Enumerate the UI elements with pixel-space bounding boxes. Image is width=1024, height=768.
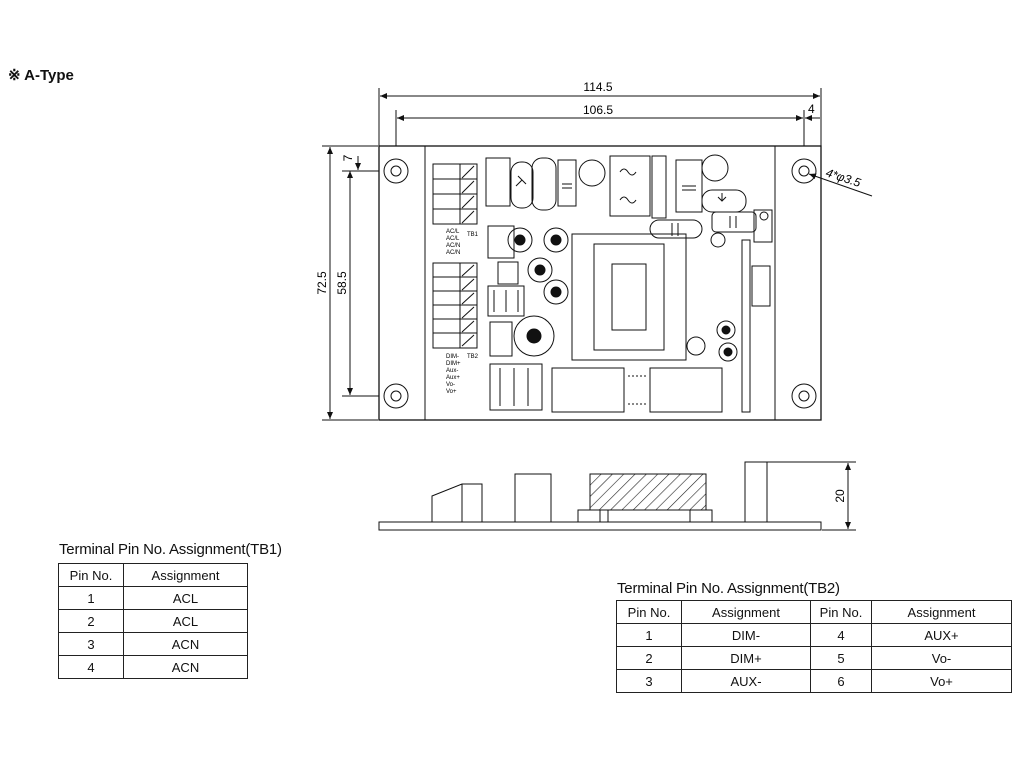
overall-width-label: 114.5 — [583, 80, 612, 94]
width-dimension — [378, 88, 822, 146]
table-row: 1 DIM- 4 AUX+ — [616, 623, 1012, 647]
side-view — [378, 461, 856, 531]
tb2-table-title: Terminal Pin No. Assignment(TB2) — [617, 580, 840, 597]
pin-number-cell: 6 — [810, 669, 872, 693]
table-row: 3 ACN — [58, 632, 248, 656]
column-header: Assignment — [123, 563, 248, 587]
assignment-cell: DIM+ — [681, 646, 811, 670]
table-header-row: Pin No. Assignment — [58, 563, 248, 587]
page-heading: ※ A-Type — [8, 67, 74, 84]
svg-text:DIM+: DIM+ — [446, 361, 461, 367]
assignment-cell: ACN — [123, 632, 248, 656]
column-header: Pin No. — [58, 563, 124, 587]
svg-text:TB1: TB1 — [467, 232, 479, 238]
svg-text:Aux-: Aux- — [446, 368, 458, 374]
edge-offset-top-label: 7 — [341, 154, 355, 161]
hole-spacing-width-label: 106.5 — [583, 103, 613, 117]
svg-text:AC/L: AC/L — [446, 229, 460, 235]
table-row: 1 ACL — [58, 586, 248, 610]
tb2-pin-table: Pin No. Assignment Pin No. Assignment 1 … — [616, 600, 1012, 693]
side-height-label: 20 — [833, 489, 847, 503]
mechanical-drawing: 114.5 106.5 4 72.5 58.5 7 4*φ3.5 — [315, 80, 873, 531]
overall-height-label: 72.5 — [315, 271, 329, 295]
pin-number-cell: 2 — [616, 646, 682, 670]
tb2-pin-labels: DIM- DIM+ Aux- Aux+ Vo- Vo+ TB2 — [446, 354, 479, 395]
svg-text:AC/N: AC/N — [446, 250, 460, 256]
svg-text:Vo-: Vo- — [446, 382, 455, 388]
table-row: 2 DIM+ 5 Vo- — [616, 646, 1012, 670]
svg-text:TB2: TB2 — [467, 354, 479, 360]
tb2-terminal-block — [432, 262, 478, 349]
column-header: Assignment — [681, 600, 811, 624]
column-header: Pin No. — [810, 600, 872, 624]
svg-text:Vo+: Vo+ — [446, 389, 457, 395]
assignment-cell: AUX- — [681, 669, 811, 693]
assignment-cell: ACL — [123, 586, 248, 610]
svg-text:DIM-: DIM- — [446, 354, 459, 360]
assignment-cell: Vo- — [871, 646, 1012, 670]
assignment-cell: ACL — [123, 609, 248, 633]
tb1-table-title: Terminal Pin No. Assignment(TB1) — [59, 541, 282, 558]
column-header: Pin No. — [616, 600, 682, 624]
table-row: 4 ACN — [58, 655, 248, 679]
pin-number-cell: 1 — [616, 623, 682, 647]
pin-number-cell: 1 — [58, 586, 124, 610]
table-header-row: Pin No. Assignment Pin No. Assignment — [616, 600, 1012, 624]
board-components — [485, 154, 773, 413]
svg-text:Aux+: Aux+ — [446, 375, 460, 381]
pin-number-cell: 3 — [58, 632, 124, 656]
pin-number-cell: 2 — [58, 609, 124, 633]
tb1-pin-table: Pin No. Assignment 1 ACL 2 ACL 3 ACN 4 A… — [58, 563, 248, 679]
pcb-outline — [378, 145, 822, 421]
tb1-pin-labels: AC/L AC/L AC/N AC/N TB1 — [446, 229, 479, 256]
pin-number-cell: 3 — [616, 669, 682, 693]
column-header: Assignment — [871, 600, 1012, 624]
table-row: 3 AUX- 6 Vo+ — [616, 669, 1012, 693]
svg-text:AC/N: AC/N — [446, 243, 460, 249]
assignment-cell: DIM- — [681, 623, 811, 647]
pin-number-cell: 4 — [58, 655, 124, 679]
table-row: 2 ACL — [58, 609, 248, 633]
pin-number-cell: 4 — [810, 623, 872, 647]
svg-text:AC/L: AC/L — [446, 236, 460, 242]
assignment-cell: ACN — [123, 655, 248, 679]
pin-number-cell: 5 — [810, 646, 872, 670]
mounting-holes — [383, 158, 817, 409]
hole-spacing-height-label: 58.5 — [335, 271, 349, 295]
edge-offset-right-label: 4 — [808, 102, 815, 116]
tb1-terminal-block — [432, 163, 478, 225]
assignment-cell: Vo+ — [871, 669, 1012, 693]
assignment-cell: AUX+ — [871, 623, 1012, 647]
